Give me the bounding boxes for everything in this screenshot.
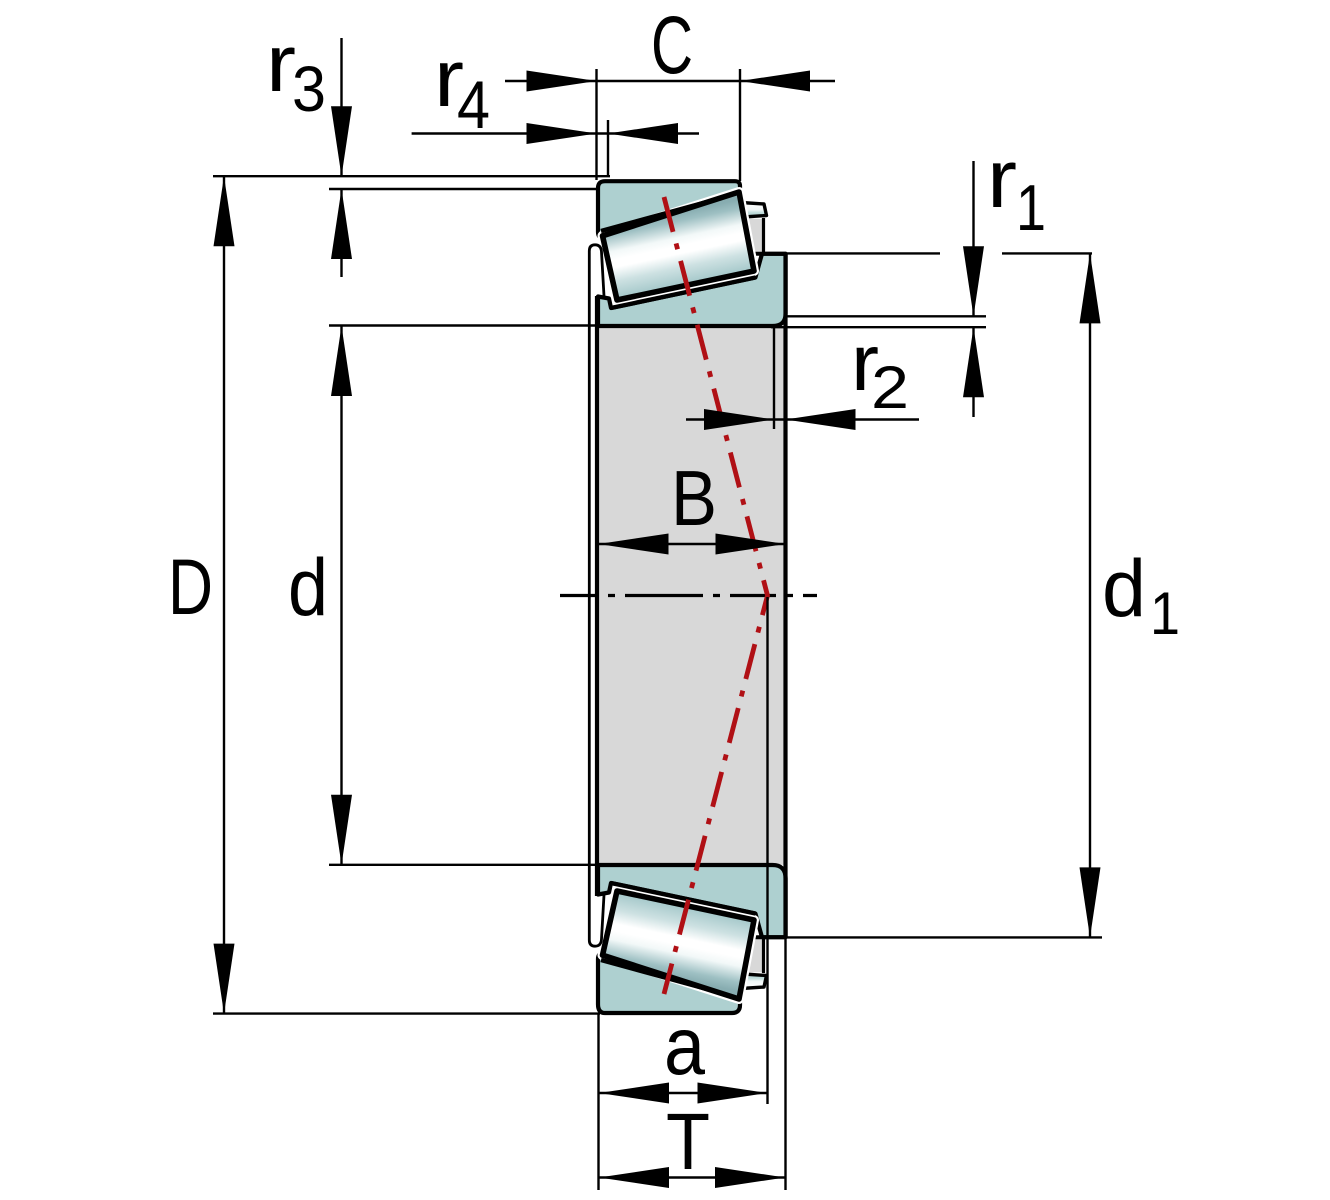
svg-text:D: D: [168, 542, 213, 631]
svg-text:a: a: [664, 1001, 705, 1092]
svg-text:1: 1: [1150, 580, 1180, 647]
svg-text:r: r: [987, 132, 1017, 225]
svg-text:d: d: [1102, 544, 1146, 634]
svg-text:1: 1: [1016, 171, 1046, 244]
svg-text:d: d: [288, 543, 328, 633]
svg-text:4: 4: [457, 67, 490, 143]
svg-text:r: r: [266, 19, 296, 109]
svg-text:2: 2: [871, 354, 909, 421]
svg-text:B: B: [671, 454, 717, 542]
svg-text:r: r: [851, 318, 879, 407]
svg-text:3: 3: [292, 53, 326, 125]
svg-text:C: C: [651, 0, 693, 91]
svg-text:T: T: [666, 1097, 710, 1186]
svg-text:r: r: [434, 34, 464, 124]
